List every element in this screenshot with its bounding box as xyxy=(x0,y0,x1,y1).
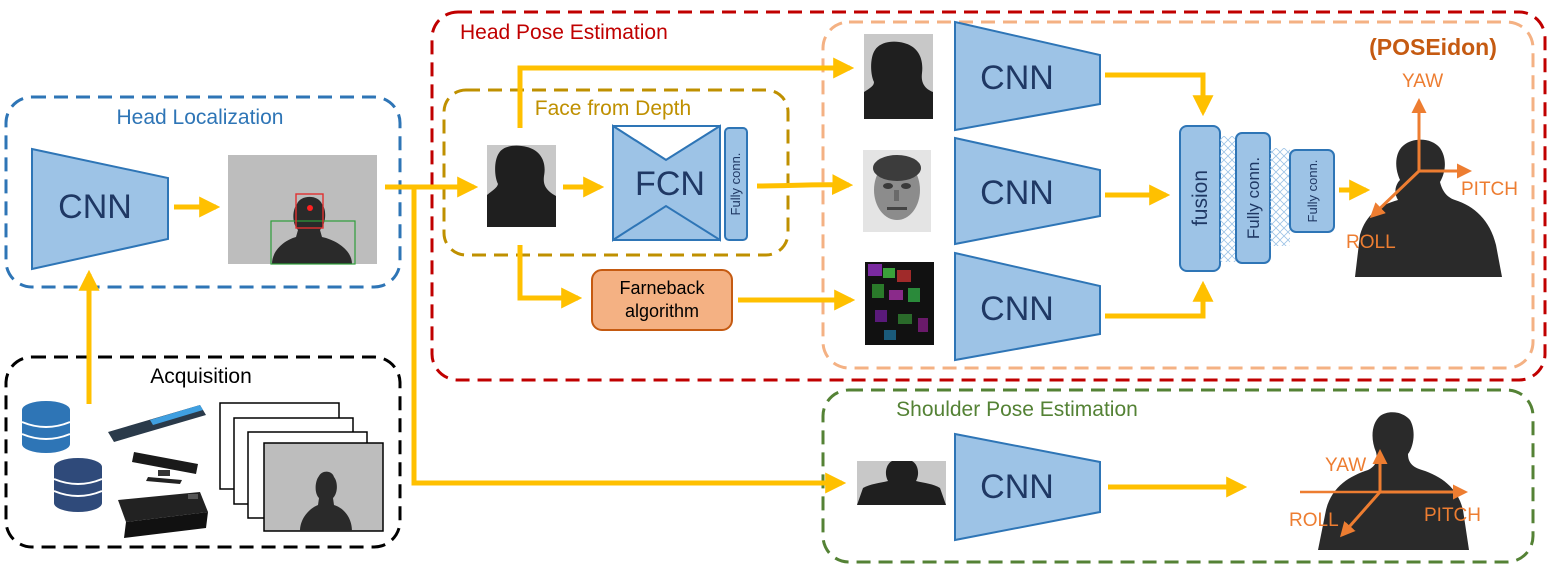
fcn-fully-conn-block xyxy=(724,127,748,241)
depth-head-crop-top xyxy=(864,34,933,119)
head-pose-output: YAW PITCH ROLL xyxy=(1346,71,1518,277)
poseidon-label: (POSEidon) xyxy=(1369,34,1497,60)
head-localization-label: Head Localization xyxy=(117,106,284,129)
yaw-label: YAW xyxy=(1402,71,1443,92)
depth-shoulder-crop xyxy=(857,461,946,505)
depth-sensor-icon xyxy=(108,405,206,442)
fully-conn-label-2: Fully conn. xyxy=(1305,160,1320,223)
fcn-bowtie xyxy=(612,124,721,242)
pitch-label: PITCH xyxy=(1461,179,1518,200)
roll-label: ROLL xyxy=(1346,232,1396,253)
database-icon xyxy=(21,401,71,453)
pitch-label: PITCH xyxy=(1424,505,1481,526)
cnn-flow-label: CNN xyxy=(980,290,1054,328)
fcn-fully-conn-label: Fully conn. xyxy=(728,153,743,216)
cnn-localization-label: CNN xyxy=(58,188,132,226)
localized-depth-frame xyxy=(228,155,377,265)
yaw-label: YAW xyxy=(1325,455,1366,476)
cnn-shoulder-label: CNN xyxy=(980,468,1054,506)
head-pose-label: Head Pose Estimation xyxy=(460,21,668,44)
optical-flow-image xyxy=(865,262,934,345)
flow-arrows xyxy=(78,57,1371,498)
fusion-connections xyxy=(1220,136,1236,262)
arrow-cnn1-to-fusion xyxy=(1105,72,1214,117)
fusion-label: fusion xyxy=(1189,170,1212,226)
face-from-depth-label: Face from Depth xyxy=(535,97,691,120)
farneback-label-line2: algorithm xyxy=(625,301,699,321)
acquisition-label: Acquisition xyxy=(150,365,252,388)
arrow-fcn-to-face xyxy=(756,174,854,196)
farneback-block xyxy=(591,269,733,331)
database-icon xyxy=(53,458,103,512)
fc-connections xyxy=(1270,148,1290,246)
arrow-crop-to-top-cnn xyxy=(517,57,855,128)
farneback-label-line1: Farneback xyxy=(619,278,705,298)
arrow-cnn3-to-fusion xyxy=(1105,280,1214,319)
shoulder-pose-output: YAW PITCH ROLL xyxy=(1289,412,1481,550)
cnn-flow-block xyxy=(954,251,1101,362)
face-reconstruction-image xyxy=(863,150,931,232)
fully-conn-block-2 xyxy=(1289,149,1335,233)
cnn-depth-label: CNN xyxy=(980,59,1054,97)
poseidon-box xyxy=(821,20,1535,370)
shoulder-pose-box xyxy=(821,388,1535,564)
shoulder-pose-label: Shoulder Pose Estimation xyxy=(896,398,1138,421)
cnn-depth-block xyxy=(954,20,1101,132)
arrow-crop-to-farneback xyxy=(517,245,583,309)
cnn-localization-block xyxy=(31,147,169,271)
cnn-face-label: CNN xyxy=(980,174,1054,212)
head-pose-box xyxy=(430,10,1547,382)
frame-stack-icon xyxy=(219,402,384,532)
cnn-shoulder-block xyxy=(954,432,1101,542)
depth-sensor-icon xyxy=(132,452,198,484)
depth-head-crop xyxy=(487,145,556,227)
acquisition-box xyxy=(4,355,402,549)
fully-conn-label-1: Fully conn. xyxy=(1244,157,1263,239)
head-localization-box xyxy=(4,95,402,289)
depth-sensor-icon xyxy=(118,492,208,538)
fcn-label: FCN xyxy=(635,165,705,203)
roll-label: ROLL xyxy=(1289,510,1339,531)
face-from-depth-box xyxy=(442,88,790,257)
cnn-face-block xyxy=(954,136,1101,246)
